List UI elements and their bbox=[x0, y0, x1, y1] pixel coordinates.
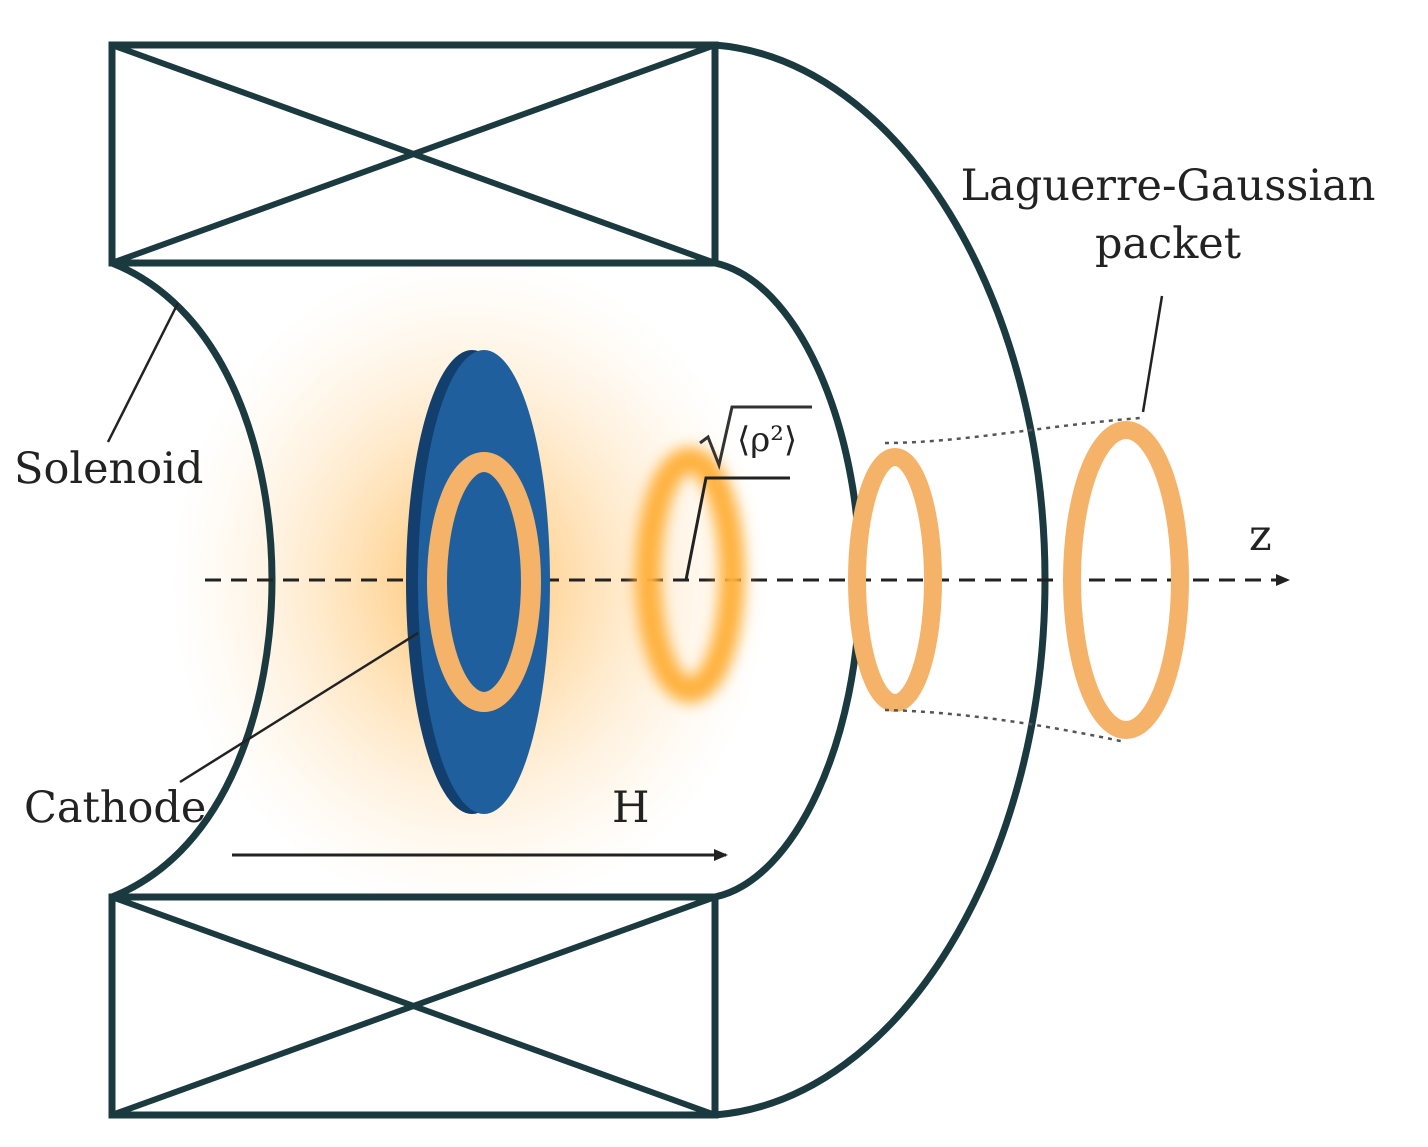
label-solenoid: Solenoid bbox=[14, 444, 203, 494]
cathode-disc bbox=[406, 350, 550, 814]
packet-ring-outer bbox=[1063, 421, 1189, 739]
packet-leader bbox=[1141, 295, 1164, 413]
label-field: H bbox=[612, 783, 650, 833]
packet-ring-mid bbox=[848, 448, 942, 712]
label-packet-line1: Laguerre-Gaussian bbox=[961, 161, 1376, 211]
solenoid-coil-bottom bbox=[108, 893, 719, 1119]
solenoid-leader bbox=[106, 302, 180, 443]
label-rms-radius: ⟨ρ²⟩ bbox=[737, 420, 797, 460]
label-axis: z bbox=[1249, 511, 1272, 561]
rms-radius-marker bbox=[684, 476, 790, 581]
label-packet-line2: packet bbox=[1095, 219, 1241, 269]
envelope-bottom bbox=[884, 708, 1126, 744]
solenoid-coil-top bbox=[108, 41, 719, 267]
packet-ring-blurred bbox=[635, 447, 745, 703]
cathode-leader bbox=[179, 631, 419, 784]
envelope-top bbox=[884, 416, 1141, 445]
sqrt-sign bbox=[699, 405, 812, 471]
label-cathode: Cathode bbox=[24, 783, 206, 833]
